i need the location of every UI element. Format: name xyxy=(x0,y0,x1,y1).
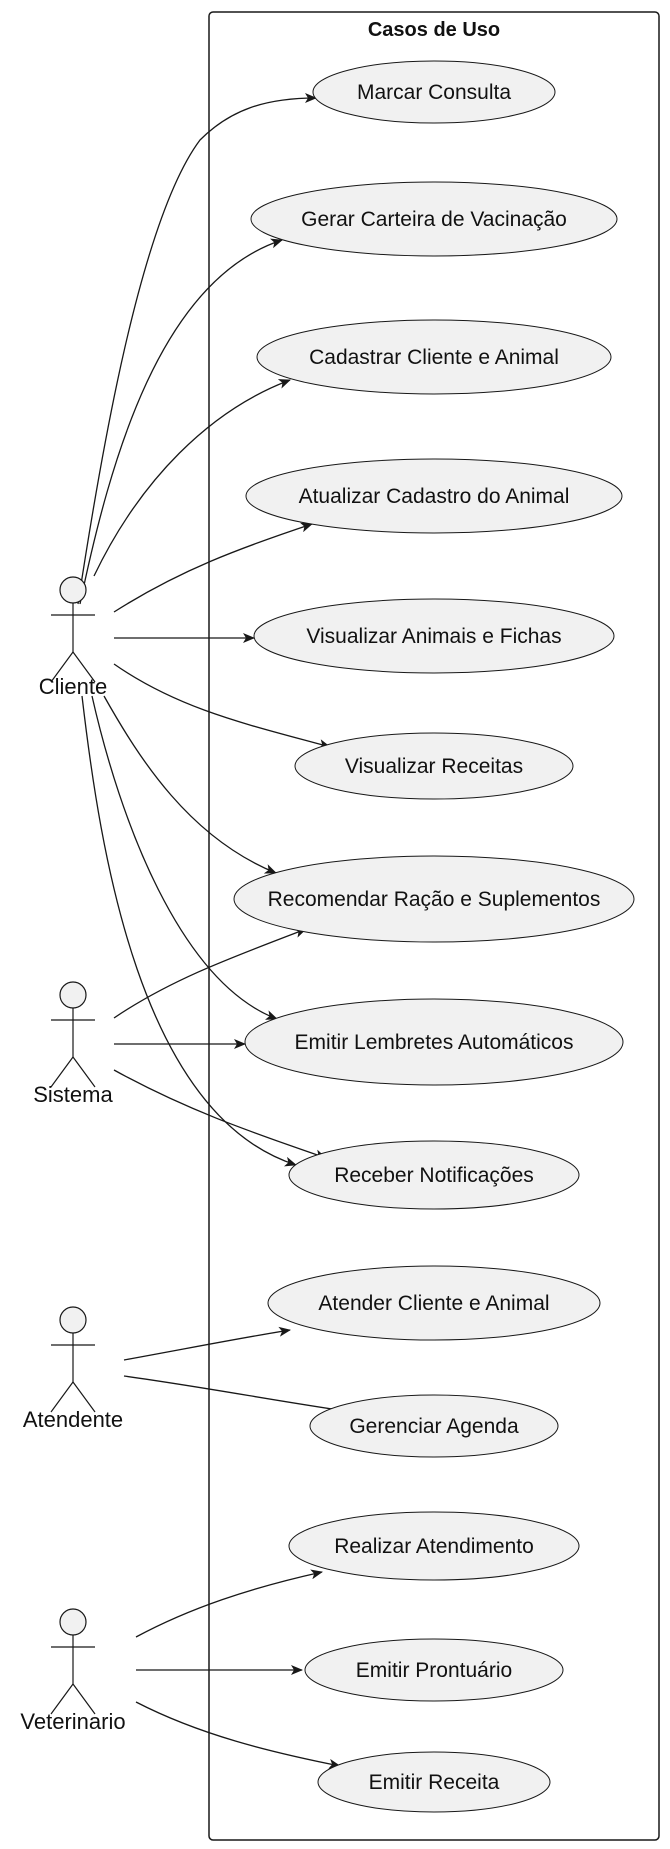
actor-sistema: Sistema xyxy=(33,981,113,1107)
actor-label: Sistema xyxy=(33,1082,113,1107)
use-case-label: Atualizar Cadastro do Animal xyxy=(299,485,570,508)
use-case-realizar-atendimento: Realizar Atendimento xyxy=(288,1511,580,1581)
actor-label: Cliente xyxy=(39,674,107,699)
association-veterinario-uc12 xyxy=(135,1569,323,1638)
use-case-emitir-prontuario: Emitir Prontuário xyxy=(304,1638,564,1702)
use-case-receber-notificacoes: Receber Notificações xyxy=(288,1140,580,1210)
use-case-emitir-receita: Emitir Receita xyxy=(317,1751,551,1813)
actor-cliente: Cliente xyxy=(39,576,107,699)
use-case-label: Marcar Consulta xyxy=(357,81,511,104)
use-case-marcar-consulta: Marcar Consulta xyxy=(312,60,556,124)
use-case-label: Receber Notificações xyxy=(334,1164,534,1187)
association-cliente-uc7 xyxy=(103,695,277,874)
use-case-label: Realizar Atendimento xyxy=(334,1535,534,1558)
actor-icon xyxy=(50,1608,96,1715)
association-cliente-uc9 xyxy=(81,695,297,1167)
actor-icon xyxy=(50,1306,96,1413)
use-case-label: Emitir Receita xyxy=(369,1771,500,1794)
association-cliente-uc4 xyxy=(113,522,313,613)
use-case-visualizar-animais-e-fichas: Visualizar Animais e Fichas xyxy=(253,598,615,674)
association-cliente-uc3 xyxy=(93,379,291,577)
use-case-atender-cliente-e-animal: Atender Cliente e Animal xyxy=(267,1265,601,1341)
use-case-gerar-carteira-de-vacinacao: Gerar Carteira de Vacinação xyxy=(250,181,618,257)
use-case-emitir-lembretes-automaticos: Emitir Lembretes Automáticos xyxy=(244,998,624,1086)
association-atendente-uc11 xyxy=(123,1375,353,1416)
use-case-visualizar-receitas: Visualizar Receitas xyxy=(294,732,574,800)
system-title: Casos de Uso xyxy=(368,19,500,41)
use-case-label: Atender Cliente e Animal xyxy=(318,1292,549,1315)
use-case-label: Emitir Prontuário xyxy=(356,1659,512,1682)
use-case-recomendar-racao-e-suplementos: Recomendar Ração e Suplementos xyxy=(233,855,635,943)
use-case-label: Visualizar Receitas xyxy=(345,755,523,778)
use-case-label: Gerar Carteira de Vacinação xyxy=(301,208,567,231)
actor-veterinario: Veterinario xyxy=(20,1608,126,1734)
actor-icon xyxy=(50,576,96,683)
actor-icon xyxy=(50,981,96,1088)
association-sistema-uc7 xyxy=(113,928,307,1019)
use-case-gerenciar-agenda: Gerenciar Agenda xyxy=(309,1394,559,1458)
association-cliente-uc1 xyxy=(77,93,317,605)
use-case-cadastrar-cliente-e-animal: Cadastrar Cliente e Animal xyxy=(256,319,612,395)
association-cliente-uc6 xyxy=(113,663,331,749)
association-atendente-uc10 xyxy=(123,1326,291,1361)
actor-atendente: Atendente xyxy=(23,1306,123,1432)
use-case-label: Gerenciar Agenda xyxy=(349,1415,519,1438)
use-case-label: Emitir Lembretes Automáticos xyxy=(295,1031,574,1054)
associations xyxy=(77,93,353,1769)
association-sistema-uc9 xyxy=(113,1069,327,1160)
association-cliente-uc2 xyxy=(79,238,283,605)
use-case-label: Recomendar Ração e Suplementos xyxy=(268,888,601,911)
use-case-label: Cadastrar Cliente e Animal xyxy=(309,346,559,369)
actor-label: Veterinario xyxy=(20,1709,125,1734)
use-case-label: Visualizar Animais e Fichas xyxy=(306,625,561,648)
actor-label: Atendente xyxy=(23,1407,123,1432)
association-veterinario-uc14 xyxy=(135,1701,341,1769)
use-case-atualizar-cadastro-do-animal: Atualizar Cadastro do Animal xyxy=(245,458,623,534)
association-cliente-uc8 xyxy=(91,695,278,1020)
